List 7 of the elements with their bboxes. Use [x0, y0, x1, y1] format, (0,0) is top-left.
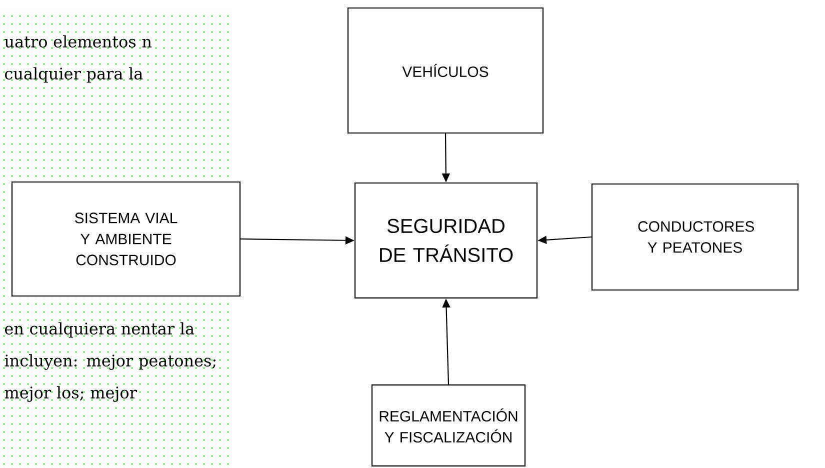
box: SEGURIDAD DE TRÁNSITO [354, 182, 538, 299]
paragraph-text: uatro elementos n cualquier para la [4, 35, 152, 83]
box: SISTEMA VIAL Y AMBIENTE CONSTRUIDO [11, 181, 241, 297]
box: REGLAMENTACIÓN Y FISCALIZACIÓN [371, 384, 526, 467]
paragraph-text: en cualquiera nentar la incluyen: mejor peatones; mejor los; mejor [4, 322, 216, 402]
box: CONDUCTORES Y PEATONES [591, 183, 799, 291]
box: VEHÍCULOS [347, 7, 544, 134]
